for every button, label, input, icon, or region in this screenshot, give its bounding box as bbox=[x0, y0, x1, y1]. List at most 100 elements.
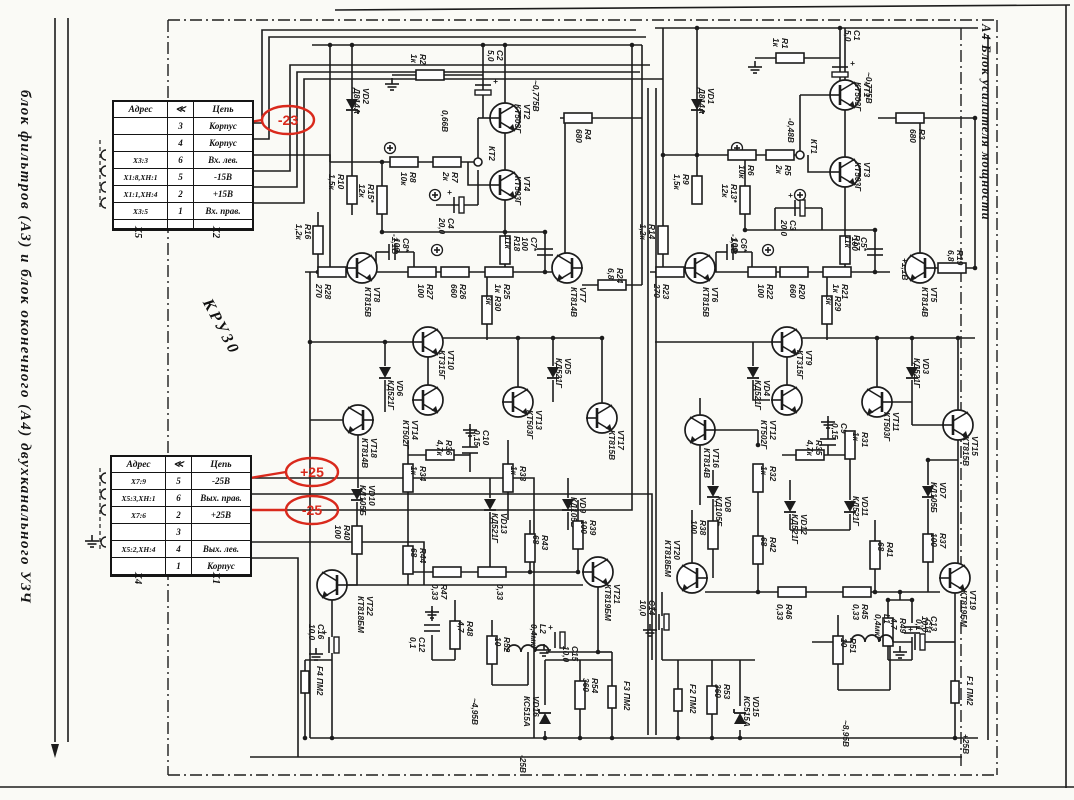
component-label-text: 68 bbox=[759, 537, 769, 547]
component-label-text: VT8 bbox=[372, 287, 382, 303]
component-label-text: 4,7к bbox=[435, 439, 445, 457]
component-label-text: VT16 bbox=[711, 448, 721, 468]
junction-dot bbox=[874, 335, 880, 341]
diode-shape bbox=[747, 367, 759, 379]
resistor-body bbox=[777, 586, 807, 598]
component-label-text: R23 bbox=[661, 284, 671, 300]
wire bbox=[250, 45, 633, 511]
diode-VD10 bbox=[351, 489, 363, 501]
component-label-text: 4,7 bbox=[456, 620, 466, 633]
component-label-text: -25В bbox=[518, 755, 528, 773]
resistor-body bbox=[499, 235, 511, 265]
resistor-R27 bbox=[407, 266, 437, 278]
junction-dot bbox=[755, 442, 761, 448]
component-label-text: R46 bbox=[784, 604, 794, 620]
component-label: C8*100 bbox=[392, 238, 411, 253]
component-label-text: 0,15 bbox=[830, 423, 840, 440]
component-label-text: C9 bbox=[839, 423, 849, 434]
component-label-text: КТ1 bbox=[809, 139, 819, 154]
component-label-text: 10,0 bbox=[561, 646, 571, 663]
table-cell: Вх. лев. bbox=[194, 152, 252, 169]
wire bbox=[250, 557, 299, 757]
connector-pin-arc bbox=[100, 536, 107, 548]
diode-triangle bbox=[747, 367, 759, 378]
component-label-text: R29 bbox=[833, 296, 843, 312]
resistor-body bbox=[691, 175, 703, 205]
table-cell: 2 bbox=[166, 507, 192, 524]
component-label-text: R8 bbox=[408, 172, 418, 183]
junction-dot bbox=[909, 597, 915, 603]
component-label-text: VT7 bbox=[578, 287, 588, 303]
component-label: C5*100 bbox=[850, 237, 869, 252]
connector-pin-arc bbox=[100, 472, 107, 484]
component-label-text: КД105Б bbox=[929, 482, 939, 513]
transistor-VT16 bbox=[684, 414, 716, 446]
component-label-text: R51 bbox=[848, 638, 858, 654]
resistor-R49 bbox=[882, 617, 894, 647]
component-label-text: VT21 bbox=[612, 584, 622, 604]
table-cell: 3 bbox=[168, 118, 194, 135]
diode-shape bbox=[707, 486, 719, 498]
emitter-arrow bbox=[848, 101, 855, 108]
transistor-VT15 bbox=[942, 409, 974, 441]
diode-shape bbox=[484, 499, 496, 511]
resistor-body bbox=[706, 685, 718, 715]
component-label-text: C3 bbox=[788, 220, 798, 231]
component-label-text: 11к bbox=[503, 236, 513, 250]
component-label-text: 10,0 bbox=[920, 616, 930, 633]
component-label-text: -0,48В bbox=[786, 118, 796, 143]
resistor-R26 bbox=[440, 266, 470, 278]
red-annotation-text: +25 bbox=[300, 464, 324, 480]
component-label-text: КТ815В bbox=[607, 430, 617, 460]
resistor-R3 bbox=[895, 112, 925, 124]
component-label: F3 ПМ2 bbox=[622, 681, 632, 711]
resistor-R15 bbox=[376, 185, 388, 215]
emitter-arrow bbox=[790, 406, 797, 413]
transistor-VT21 bbox=[582, 556, 614, 588]
component-label-text: 0,4мкГ bbox=[529, 624, 539, 652]
page-edge-line bbox=[334, 4, 1071, 11]
transistor-VT4 bbox=[489, 169, 521, 201]
junction-dot bbox=[909, 335, 915, 341]
component-label-text: C13 bbox=[929, 616, 939, 632]
zener-VD16 bbox=[538, 709, 551, 724]
component-label-text: VT19 bbox=[968, 590, 978, 610]
table-header-cell: ≪ bbox=[168, 102, 194, 118]
junction-dot bbox=[542, 269, 548, 275]
emitter-arrow bbox=[790, 348, 797, 355]
table-empty-cell bbox=[194, 220, 252, 229]
component-label-text: КТ818БМ bbox=[663, 540, 673, 578]
resistor-R43 bbox=[524, 533, 536, 563]
resistor-body bbox=[822, 266, 852, 278]
component-label: R13*12к bbox=[720, 184, 739, 203]
plus-sign: + bbox=[788, 190, 793, 200]
component-label-text: VD10 bbox=[367, 485, 377, 506]
component-label-text: VT9 bbox=[804, 350, 814, 366]
diode-triangle bbox=[844, 501, 856, 512]
diode-triangle bbox=[351, 489, 363, 500]
red-annotation-line bbox=[249, 470, 287, 480]
capacitor-C3: + bbox=[788, 190, 806, 217]
resistor-body bbox=[922, 533, 934, 563]
component-label-text: 0,1 bbox=[408, 637, 418, 649]
component-label-text: R2 bbox=[418, 54, 428, 65]
part bbox=[866, 388, 883, 399]
emitter-arrow bbox=[867, 408, 874, 415]
component-label-text: Д814А bbox=[352, 87, 362, 114]
resistor-R18 bbox=[499, 235, 511, 265]
diode-triangle bbox=[379, 367, 391, 378]
transistor-VT8 bbox=[346, 252, 378, 284]
